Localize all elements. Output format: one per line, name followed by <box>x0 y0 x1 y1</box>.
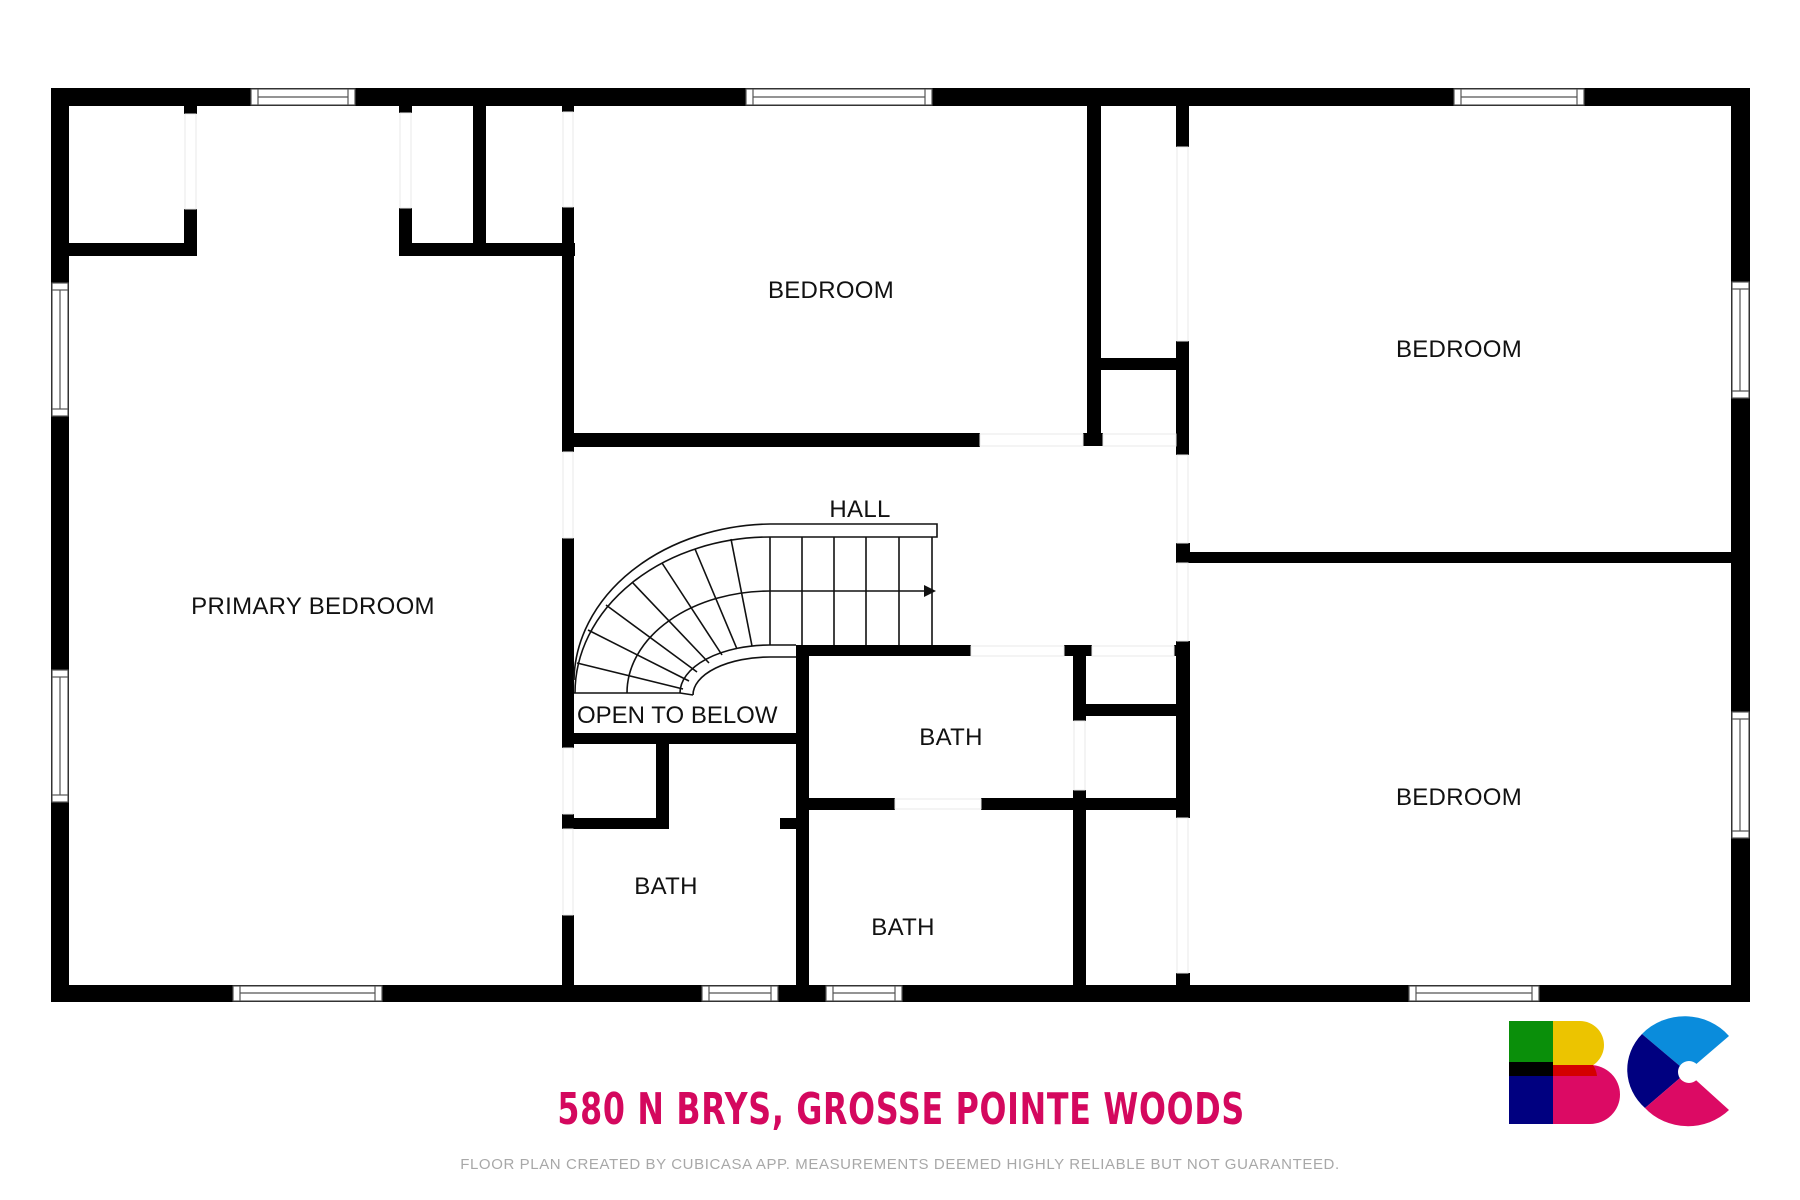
window-left-1 <box>51 282 69 417</box>
room-label-open-to-below: OPEN TO BELOW <box>577 702 778 729</box>
window-bottom-3 <box>825 985 903 1002</box>
window-bottom-1 <box>232 985 383 1002</box>
bc-logo-icon <box>1509 1016 1745 1127</box>
room-label-hall: HALL <box>829 496 891 523</box>
room-label-bath-center: BATH <box>919 724 983 751</box>
window-bottom-4 <box>1408 985 1540 1002</box>
windows <box>51 88 1750 1002</box>
room-label-bath-left: BATH <box>634 873 698 900</box>
stair-direction-arrow-icon <box>924 585 936 597</box>
property-address-title: 580 N BRYS, GROSSE POINTE WOODS <box>557 1084 1245 1135</box>
window-top-2 <box>745 88 933 106</box>
room-label-bedroom-bottom-right: BEDROOM <box>1395 784 1523 811</box>
room-label-primary-bedroom: PRIMARY BEDROOM <box>191 593 435 620</box>
disclaimer-text: FLOOR PLAN CREATED BY CUBICASA APP. MEAS… <box>460 1156 1340 1173</box>
room-label-bedroom-top-right: BEDROOM <box>1395 336 1523 363</box>
window-top-1 <box>250 88 356 106</box>
room-label-bedroom-top-center: BEDROOM <box>767 277 895 304</box>
staircase <box>573 523 938 696</box>
walls <box>51 88 1750 1002</box>
window-right-1 <box>1731 281 1750 399</box>
door-openings <box>184 111 1189 974</box>
window-left-2 <box>51 669 69 803</box>
window-right-2 <box>1731 711 1750 839</box>
room-label-bath-bottom: BATH <box>871 914 935 941</box>
window-top-3 <box>1453 88 1585 106</box>
window-bottom-2 <box>701 985 779 1002</box>
